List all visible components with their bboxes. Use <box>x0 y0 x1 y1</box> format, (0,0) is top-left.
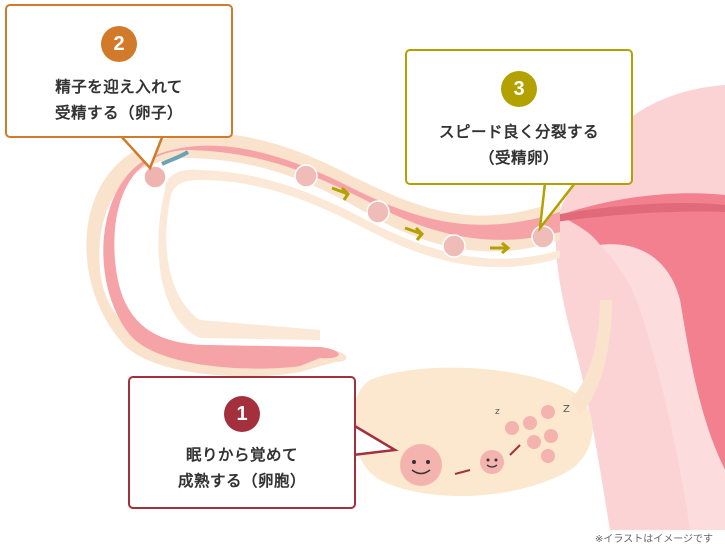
step-1-line-2: 成熟する（卵胞） <box>177 472 306 490</box>
step-3-line-2: （受精卵） <box>478 149 559 167</box>
sperm <box>161 150 190 166</box>
cells <box>143 164 555 258</box>
svg-text:z: z <box>495 407 500 417</box>
step-1-badge: 1 <box>224 396 260 432</box>
step-1-line-1: 眠りから覚めて <box>185 446 298 464</box>
callout-step-1: 1 眠りから覚めて 成熟する（卵胞） <box>128 376 356 509</box>
callout-step-2: 2 精子を迎え入れて 受精する（卵子） <box>5 4 233 138</box>
step-2-badge: 2 <box>101 26 137 62</box>
step-2-line-1: 精子を迎え入れて <box>55 78 183 96</box>
follicles: z Z <box>400 404 570 486</box>
uterus <box>555 85 725 530</box>
step-2-line-2: 受精する（卵子） <box>54 104 183 122</box>
svg-text:Z: Z <box>563 404 570 415</box>
callout-step-3: 3 スピード良く分裂する （受精卵） <box>405 49 633 185</box>
step-3-line-1: スピード良く分裂する <box>438 123 599 141</box>
illustration-disclaimer: ※イラストはイメージです <box>595 534 713 545</box>
arrows <box>331 186 511 255</box>
step-3-badge: 3 <box>501 71 537 107</box>
fallopian-tube <box>86 133 560 377</box>
